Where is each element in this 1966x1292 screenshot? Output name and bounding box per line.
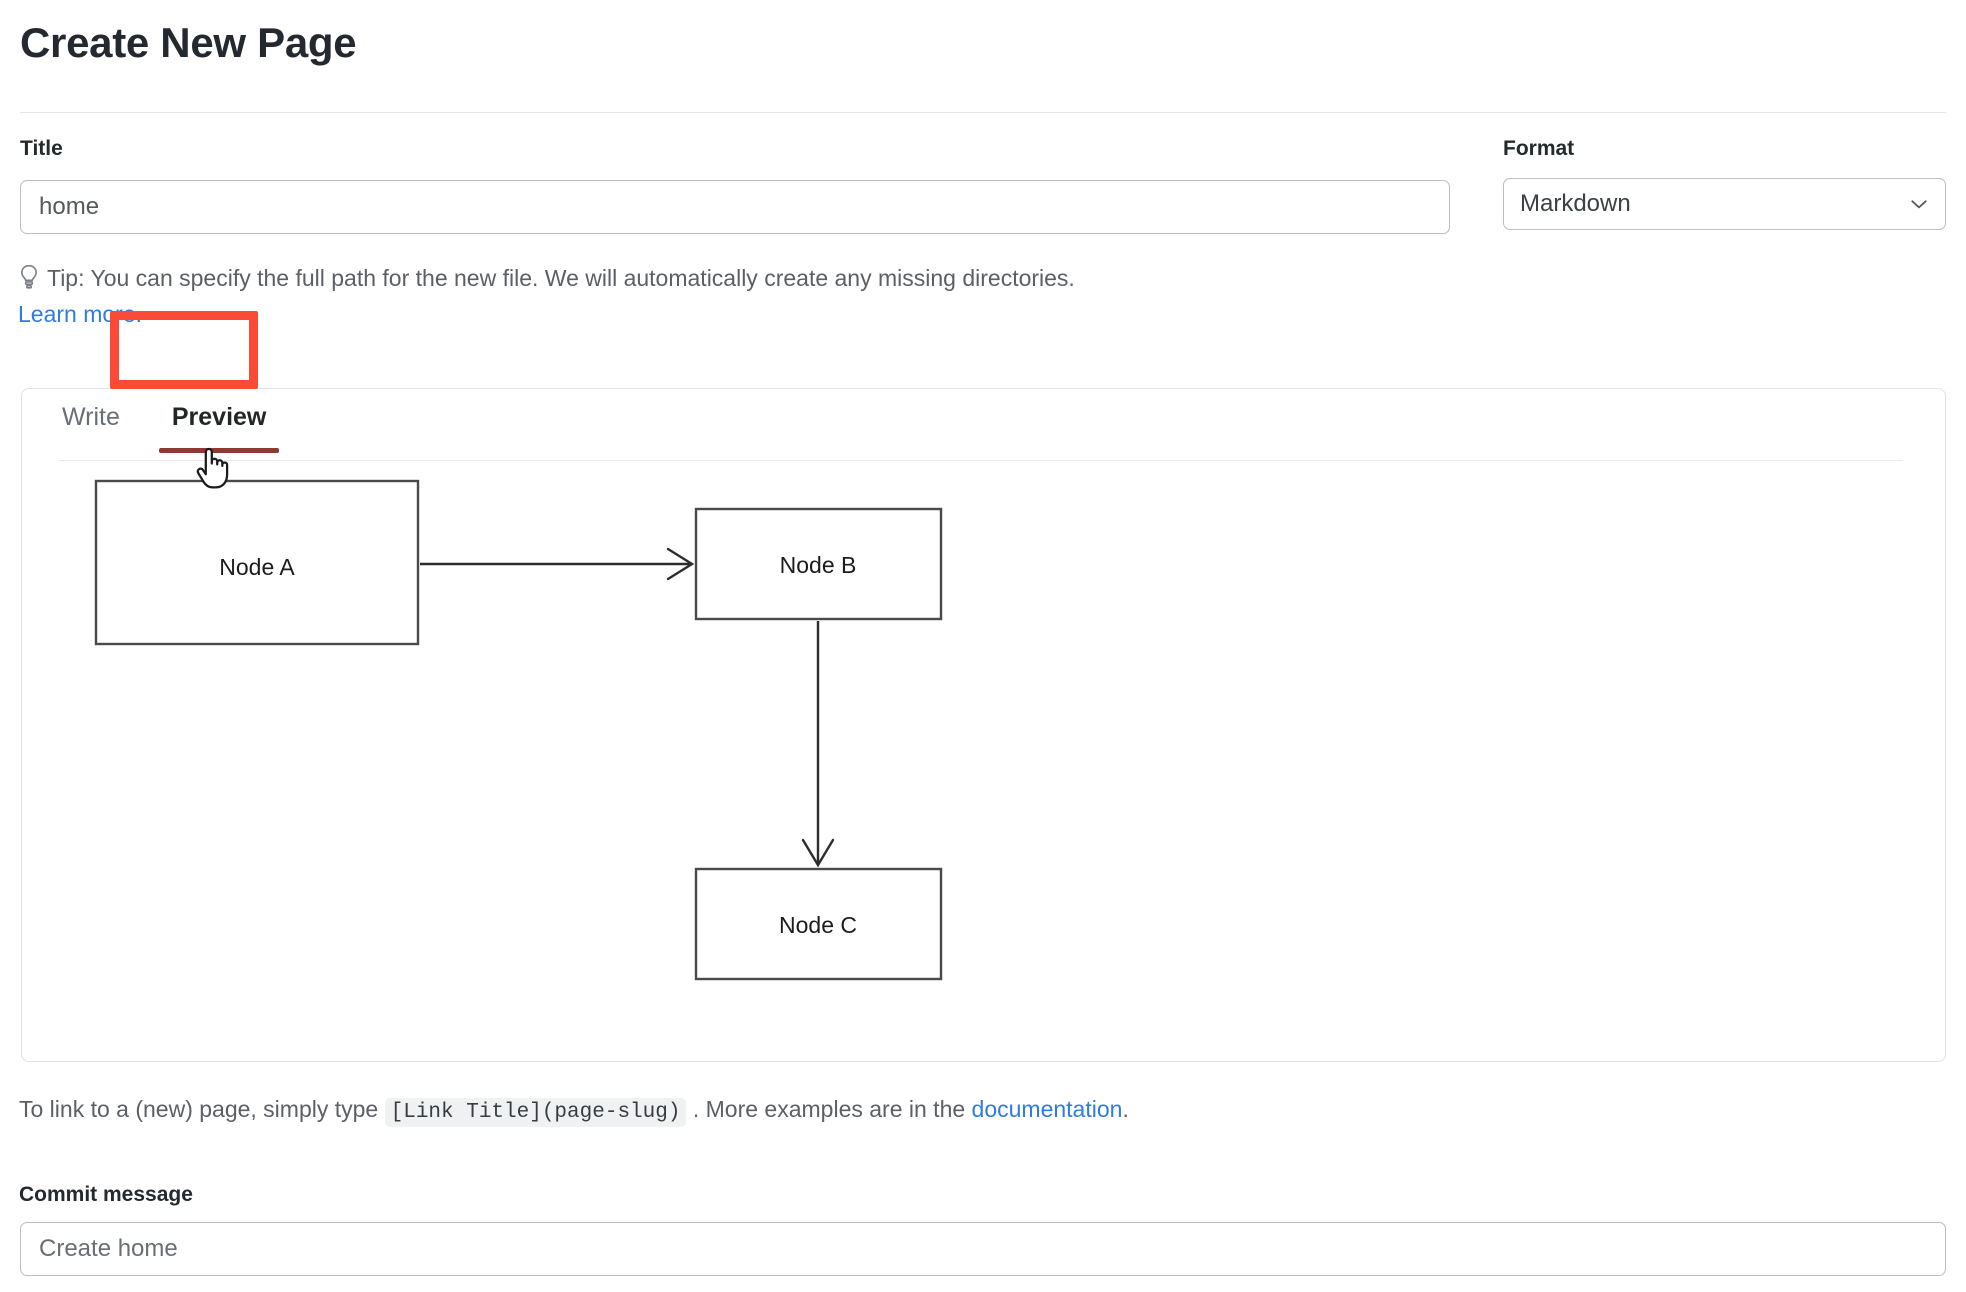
link-help-prefix: To link to a (new) page, simply type xyxy=(19,1096,379,1122)
learn-more-link[interactable]: Learn more. xyxy=(18,301,143,327)
diagram-node-c: Node C xyxy=(694,867,943,981)
link-syntax-code: [Link Title](page-slug) xyxy=(384,1098,687,1127)
diagram-edge-a-b xyxy=(420,547,695,581)
documentation-link[interactable]: documentation xyxy=(971,1096,1123,1122)
tabbar-divider xyxy=(58,460,1903,461)
format-select-value: Markdown xyxy=(1503,178,1946,230)
link-help-suffix: . xyxy=(1122,1096,1129,1122)
diagram-preview: Node A Node B Node C xyxy=(22,461,1947,1061)
diagram-node-a: Node A xyxy=(94,479,420,646)
tab-preview[interactable]: Preview xyxy=(158,389,279,453)
format-select[interactable]: Markdown xyxy=(1503,178,1946,230)
format-label: Format xyxy=(1503,137,1575,160)
link-help-note: To link to a (new) page, simply type [Li… xyxy=(19,1092,1129,1130)
diagram-node-b-label: Node B xyxy=(780,552,857,578)
page-title: Create New Page xyxy=(20,19,357,66)
diagram-node-c-label: Node C xyxy=(779,912,857,938)
commit-message-input[interactable] xyxy=(20,1222,1946,1276)
commit-message-label: Commit message xyxy=(19,1183,193,1206)
editor-tabbar: Write Preview xyxy=(22,389,1945,461)
title-label: Title xyxy=(20,137,63,160)
editor-panel: Write Preview Node A Node B N xyxy=(21,388,1946,1062)
header-divider xyxy=(20,112,1946,113)
diagram-edge-b-c xyxy=(801,621,835,868)
tab-write[interactable]: Write xyxy=(58,389,124,445)
tip-row: Tip: You can specify the full path for t… xyxy=(18,262,1075,294)
title-input[interactable] xyxy=(20,180,1450,234)
link-help-middle: . More examples are in the xyxy=(692,1096,966,1122)
lightbulb-icon xyxy=(21,264,37,289)
diagram-node-b: Node B xyxy=(694,507,943,621)
tip-text: Tip: You can specify the full path for t… xyxy=(47,265,1075,291)
diagram-node-a-label: Node A xyxy=(219,554,295,580)
flowchart-svg: Node A Node B Node C xyxy=(94,479,943,981)
